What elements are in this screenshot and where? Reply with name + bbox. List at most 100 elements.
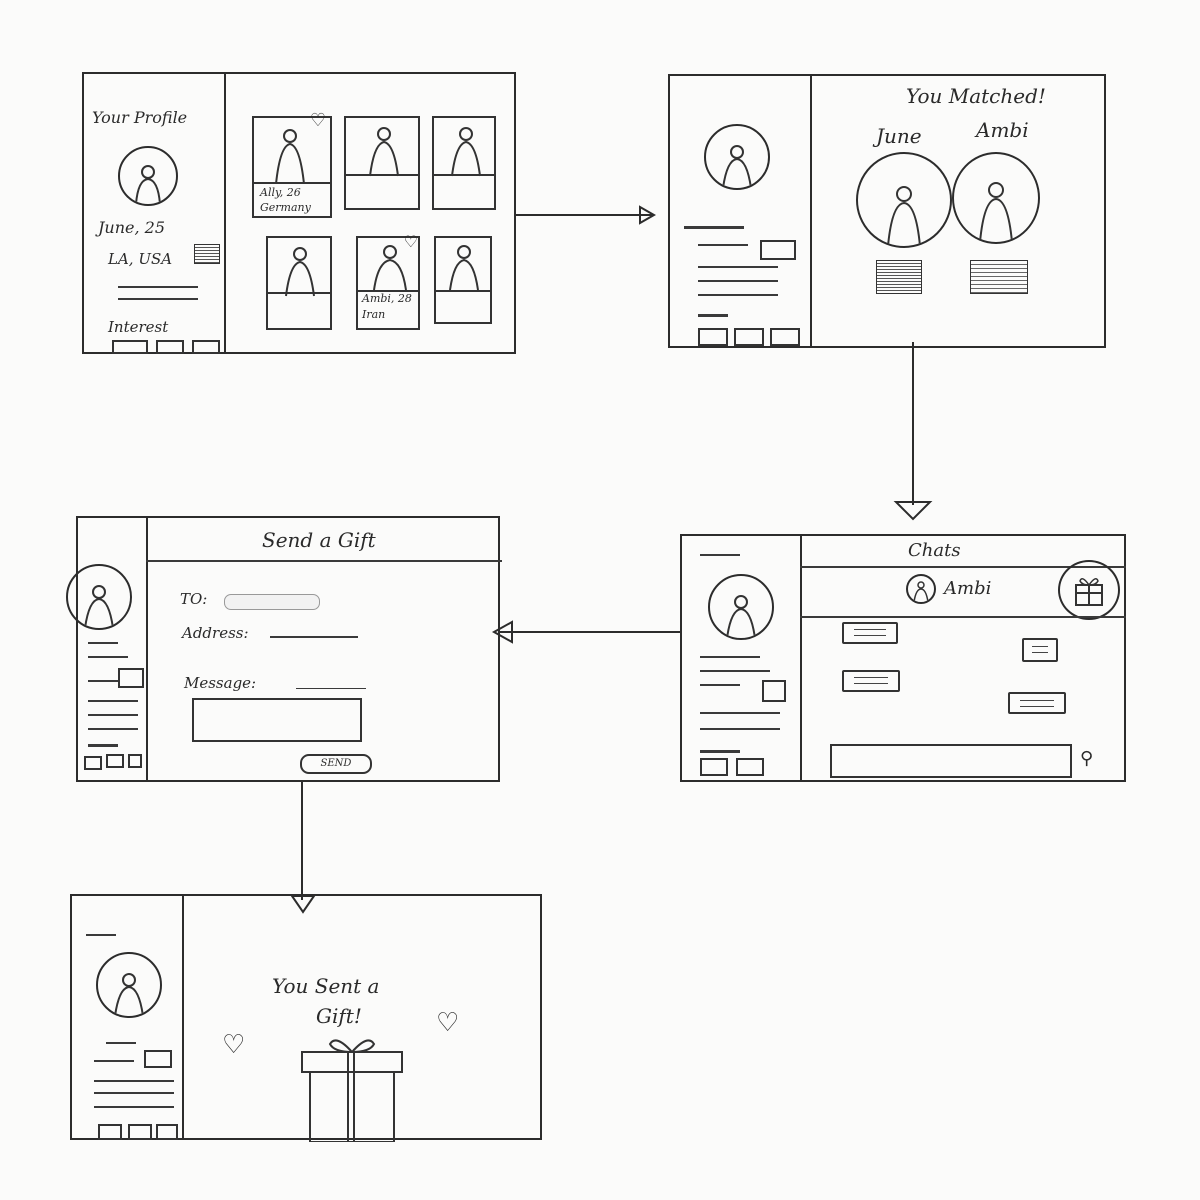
person-icon xyxy=(722,145,752,188)
chat-sidebar xyxy=(682,536,802,780)
person-icon xyxy=(887,186,921,246)
interest-box[interactable] xyxy=(192,340,220,354)
heart-icon[interactable]: ♡ xyxy=(403,232,418,251)
info-box xyxy=(118,668,144,688)
message-underline xyxy=(296,688,366,689)
interest-box[interactable] xyxy=(128,1124,152,1140)
chat-screen: Chats Ambi ⚲ xyxy=(680,534,1126,782)
recipient-field[interactable] xyxy=(224,594,320,610)
sent-title-line1: You Sent a xyxy=(272,974,380,998)
profile-screen: Your Profile June, 25 LA, USA Interest ♡… xyxy=(82,72,516,354)
iran-flag-icon xyxy=(970,260,1028,294)
chat-header-divider xyxy=(800,616,1126,618)
heart-icon[interactable]: ♡ xyxy=(309,110,326,131)
chat-contact-name[interactable]: Ambi xyxy=(944,578,992,599)
person-icon xyxy=(913,581,929,602)
bio-line xyxy=(88,714,138,716)
sent-title-line2: Gift! xyxy=(316,1004,362,1028)
info-box xyxy=(760,240,796,260)
bio-line xyxy=(94,1092,174,1094)
bio-line xyxy=(698,280,778,282)
interest-box[interactable] xyxy=(156,1124,178,1140)
sent-screen: You Sent a Gift! ♡ ♡ xyxy=(70,894,542,1142)
interest-box[interactable] xyxy=(128,754,142,768)
bio-line xyxy=(698,244,748,246)
bio-line xyxy=(118,286,198,288)
gift-title: Send a Gift xyxy=(262,528,376,552)
heart-icon: ♡ xyxy=(436,1008,460,1038)
address-field[interactable] xyxy=(270,636,358,638)
user-avatar xyxy=(66,564,132,630)
interest-box[interactable] xyxy=(736,758,764,776)
message-input[interactable] xyxy=(830,744,1072,778)
user-avatar xyxy=(708,574,774,640)
arrowhead-left xyxy=(491,620,513,644)
address-label: Address: xyxy=(182,624,249,642)
gift-sidebar xyxy=(66,518,148,780)
bio-line xyxy=(684,226,744,229)
arrowhead-down xyxy=(893,501,933,521)
interest-box[interactable] xyxy=(156,340,184,354)
match-title: You Matched! xyxy=(906,84,1046,108)
chat-bubble-sent xyxy=(1022,638,1058,662)
match-avatar-ambi xyxy=(952,152,1040,244)
profile-card-ambi[interactable]: ♡ Ambi, 28 Iran xyxy=(356,232,420,330)
sent-sidebar xyxy=(72,896,184,1140)
person-icon xyxy=(369,127,399,177)
interest-box[interactable] xyxy=(698,328,728,346)
chat-title: Chats xyxy=(908,540,961,561)
interest-box[interactable] xyxy=(84,756,102,770)
info-box xyxy=(762,680,786,702)
profile-card[interactable] xyxy=(344,116,420,210)
match-avatar-june xyxy=(856,152,952,248)
profile-card[interactable] xyxy=(434,236,492,324)
profile-card[interactable] xyxy=(432,116,496,210)
interest-box[interactable] xyxy=(734,328,764,346)
card-caption-country: Germany xyxy=(260,201,311,214)
profile-card[interactable] xyxy=(266,236,332,330)
person-icon xyxy=(275,129,305,184)
send-icon[interactable]: ⚲ xyxy=(1080,748,1094,769)
profile-name-age: June, 25 xyxy=(98,218,166,237)
interest-box[interactable] xyxy=(112,340,148,354)
interest-box[interactable] xyxy=(98,1124,122,1140)
person-icon xyxy=(979,182,1013,242)
bio-line xyxy=(698,294,778,296)
send-button[interactable]: SEND xyxy=(300,754,372,774)
usa-flag-icon xyxy=(876,260,922,294)
chat-bubble-received xyxy=(842,670,900,692)
bio-line xyxy=(698,314,728,317)
user-avatar xyxy=(96,952,162,1018)
message-label: Message: xyxy=(184,674,257,692)
bio-line xyxy=(94,1060,134,1062)
bio-line xyxy=(88,680,118,682)
person-icon xyxy=(285,247,315,297)
person-icon xyxy=(726,595,756,638)
user-avatar xyxy=(118,146,178,206)
message-textarea[interactable] xyxy=(192,698,362,742)
person-icon xyxy=(135,165,161,204)
interest-box[interactable] xyxy=(700,758,728,776)
person-icon xyxy=(449,245,479,291)
chat-bubble-sent xyxy=(1008,692,1066,714)
bio-line xyxy=(700,670,770,672)
arrowhead-down-2 xyxy=(290,895,316,914)
profile-card-ally[interactable]: ♡ Ally, 26 Germany xyxy=(252,112,332,218)
bio-line xyxy=(106,1042,136,1044)
card-caption-country: Iran xyxy=(362,308,386,321)
match-right-name: Ambi xyxy=(976,118,1029,142)
profile-title: Your Profile xyxy=(92,108,188,127)
interest-box[interactable] xyxy=(106,754,124,768)
gift-icon xyxy=(1075,578,1103,606)
bio-line xyxy=(700,684,740,686)
chat-bubble-received xyxy=(842,622,898,644)
match-screen: You Matched! June Ambi xyxy=(668,74,1106,348)
profile-location: LA, USA xyxy=(108,250,173,268)
bio-line xyxy=(88,642,118,644)
gift-button[interactable] xyxy=(1058,560,1120,620)
card-caption-name: Ally, 26 xyxy=(260,186,301,199)
bio-line xyxy=(88,656,128,658)
interest-box[interactable] xyxy=(770,328,800,346)
interest-label: Interest xyxy=(108,318,169,336)
